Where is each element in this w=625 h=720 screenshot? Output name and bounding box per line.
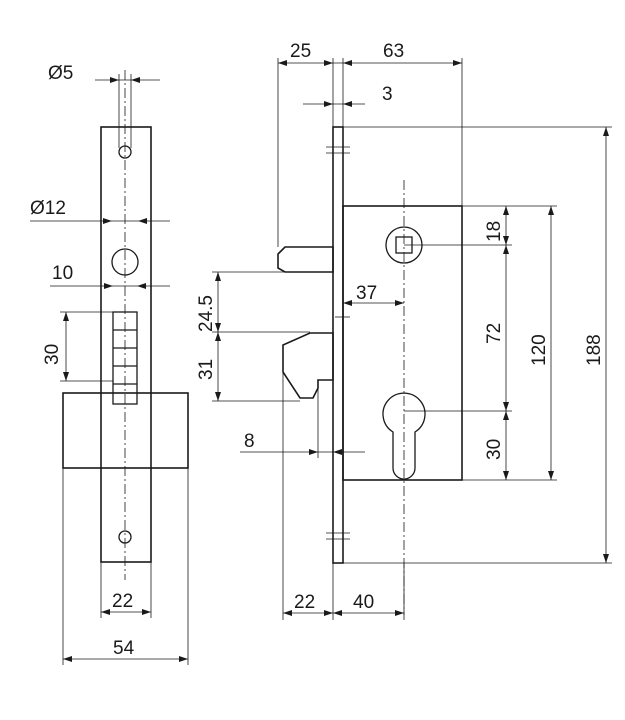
dim-bolt-throw: 25 bbox=[290, 41, 311, 62]
faceplate-screws bbox=[326, 146, 350, 540]
dim-latch-throw: 22 bbox=[294, 592, 315, 613]
dim-backset: 40 bbox=[353, 592, 374, 613]
dim-bolt-spacing: 24.5 bbox=[196, 295, 217, 332]
front-view: Ø5 Ø12 10 30 22 54 bbox=[30, 63, 189, 665]
dim-bolt-height: 30 bbox=[42, 344, 63, 365]
dim-cylinder-offset: 30 bbox=[484, 439, 505, 460]
dim-hole-diameter-small: Ø5 bbox=[48, 63, 73, 84]
cylinder-profile bbox=[382, 392, 426, 480]
dim-overall-height: 188 bbox=[584, 334, 605, 366]
dim-case-height: 120 bbox=[529, 334, 550, 366]
dim-faceplate-thickness: 3 bbox=[382, 84, 393, 105]
dim-follower-distance: 37 bbox=[356, 283, 377, 304]
side-faceplate bbox=[332, 126, 344, 564]
side-case-body bbox=[342, 205, 463, 481]
side-view: 25 63 3 188 120 18 72 bbox=[196, 41, 612, 620]
side-latch bbox=[282, 332, 334, 399]
dim-center-distance: 72 bbox=[484, 323, 505, 344]
dim-spindle-offset: 18 bbox=[484, 221, 505, 242]
dim-latch-gap: 8 bbox=[244, 431, 255, 452]
front-faceplate bbox=[100, 126, 152, 563]
dim-latch-height: 31 bbox=[196, 359, 217, 380]
dim-hole-offset: 10 bbox=[52, 263, 73, 284]
front-case-body bbox=[62, 392, 189, 469]
dim-hole-diameter-large: Ø12 bbox=[30, 198, 66, 219]
dim-body-depth: 63 bbox=[383, 41, 404, 62]
dim-plate-width: 22 bbox=[112, 591, 133, 612]
side-deadbolt bbox=[277, 246, 334, 273]
dim-body-width: 54 bbox=[113, 638, 135, 659]
